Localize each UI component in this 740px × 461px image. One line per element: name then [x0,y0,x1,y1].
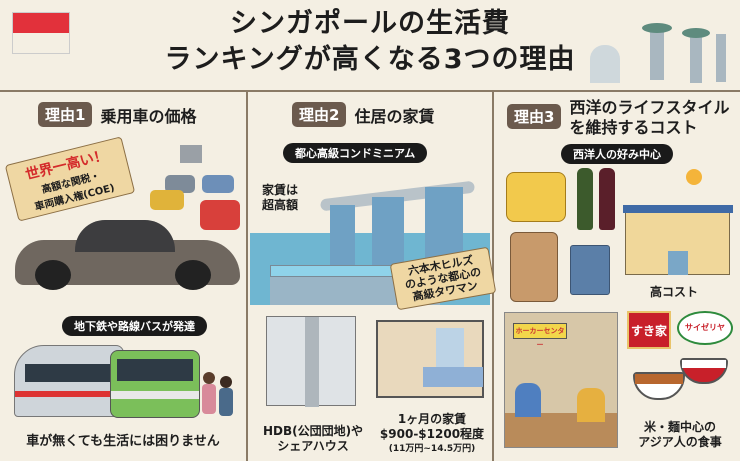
info-pill: 西洋人の好み中心 [561,144,673,164]
reason-1-header: 理由1 乗用車の価格 [38,102,196,127]
reason-badge: 理由1 [38,102,93,127]
rent-note: 家賃は 超高額 [262,183,298,213]
panel-caption: 車が無くても生活には困りません [26,434,220,449]
people-illustration [200,372,236,418]
title-line-2: ランキングが高くなる3つの理由 [164,44,576,75]
international-school-illustration [623,205,733,275]
singapore-skyline-illustration [590,20,735,85]
caption-line: HDB(公団団地)や [262,424,364,438]
sun-icon [686,169,702,185]
jeans-icon [570,245,610,295]
divider [0,90,740,92]
school-caption: 高コスト [650,285,699,299]
coat-icon [510,232,558,302]
cheese-icon [506,172,566,222]
rent-caption: 1ヶ月の家賃 $900-$1200程度 (11万円~14.5万円) [370,412,494,457]
wine-bottles-icon [577,168,617,230]
reason-3-header: 理由3 西洋のライフスタイル を維持するコスト [507,98,729,138]
food-caption: 米・麺中心の アジア人の食事 [620,420,740,450]
rent-note-line: 家賃は [262,183,299,197]
reason-title: 乗用車の価格 [100,106,197,126]
reason-2-header: 理由2 住居の家賃 [292,102,434,127]
reason-title: 西洋のライフスタイル [569,98,730,117]
singapore-flag-icon [12,12,70,54]
train-illustration [14,345,124,417]
rice-bowl-icon [680,358,728,384]
info-pill: 地下鉄や路線バスが発達 [62,316,207,336]
sports-car-illustration [15,215,240,290]
ramen-bowl-icon [633,372,685,400]
title-line-1: シンガポールの生活費 [230,8,510,39]
traffic-jam-illustration [140,145,240,235]
caption-line: アジア人の食事 [638,435,722,449]
caption-line: $900-$1200程度 [379,427,485,441]
hawker-sign: ホーカーセンター [513,323,567,349]
page-title: シンガポールの生活費 ランキングが高くなる3つの理由 [0,6,740,78]
reason-title: を維持するコスト [569,118,698,137]
hdb-building-illustration [266,316,356,407]
caption-line: 1ヶ月の家賃 [397,412,467,426]
caption-line: 米・麺中心の [643,420,716,434]
reason-title: 住居の家賃 [354,106,435,126]
info-pill: 都心高級コンドミニアム [283,143,428,163]
rent-note-line: 超高額 [262,198,299,212]
reason-badge: 理由3 [507,104,562,129]
saizeriya-logo: サイゼリヤ [677,311,733,345]
divider [246,92,248,461]
hdb-caption: HDB(公団団地)や シェアハウス [253,424,373,454]
reason-badge: 理由2 [292,102,347,127]
caption-line: シェアハウス [277,439,349,453]
hawker-center-illustration: ホーカーセンター [504,312,618,448]
room-illustration [376,320,484,398]
price-tag: 世界一高い！ 高額な関税・ 車両購入権(COE) [4,136,136,222]
bus-illustration [110,350,200,418]
sukiya-logo: すき家 [627,311,671,349]
caption-line: (11万円~14.5万円) [388,444,476,454]
